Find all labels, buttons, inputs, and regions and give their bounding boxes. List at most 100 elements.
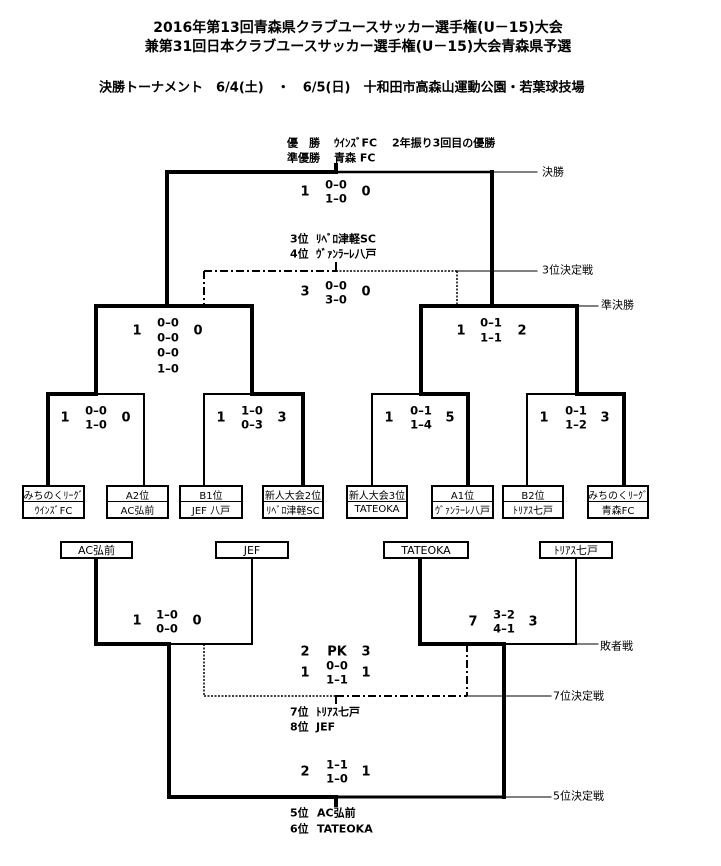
round-label-fifth: 5位決定戦	[553, 789, 604, 803]
consolation-team-box: TATEOKA	[383, 541, 469, 559]
semi2-half-score: 1–1	[480, 330, 502, 345]
team-seed: A2位	[108, 487, 167, 502]
third-left-score: 3	[300, 284, 310, 300]
cons1-right-score: 0	[192, 613, 202, 629]
final-right-score: 0	[361, 184, 371, 200]
cons1-left-score: 1	[132, 613, 142, 629]
cons1-half-score: 1–0	[156, 607, 178, 622]
fifth-half-score: 1–1	[326, 757, 348, 772]
seventh-pk-left: 2	[300, 644, 310, 660]
semi1-right-score: 0	[193, 323, 203, 339]
champion-team: ｳｲﾝｽﾞFC	[334, 136, 378, 150]
qf1-half-score: 1–0	[85, 417, 107, 432]
team-name: ﾄﾘｱｽ七戸	[513, 506, 553, 517]
qf1-half-score: 0–0	[85, 403, 107, 418]
seventh-right-score: 1	[361, 665, 371, 681]
qf2-half-score: 0–3	[241, 417, 263, 432]
third-half-score: 3–0	[325, 292, 347, 307]
cons2-right-score: 3	[528, 614, 538, 630]
team-seed: B1位	[181, 487, 241, 502]
sixth-rank-team: TATEOKA	[317, 822, 373, 836]
team-name: AC弘前	[120, 506, 155, 517]
qf1-left-score: 1	[60, 410, 70, 426]
final-half-score: 1–0	[325, 191, 347, 206]
fifth-right-score: 1	[361, 764, 371, 780]
team-box: みちのくﾘｰｸﾞ 青森FC	[587, 485, 649, 519]
qf4-left-score: 1	[539, 410, 549, 426]
team-seed: B2位	[504, 487, 562, 502]
team-name: ｳｲﾝｽﾞFC	[34, 506, 73, 517]
seventh-pk-right: 3	[361, 644, 371, 660]
qf2-half-score: 1–0	[241, 403, 263, 418]
semi1-half-score: 1–0	[157, 361, 179, 376]
fourth-rank-label: 4位	[290, 247, 309, 261]
seventh-half-score: 0–0	[326, 658, 348, 673]
cons2-left-score: 7	[468, 614, 478, 630]
round-label-seventh: 7位決定戦	[553, 689, 604, 703]
seventh-rank-label: 7位	[290, 705, 309, 719]
sixth-rank-label: 6位	[290, 822, 309, 836]
eighth-rank-label: 8位	[290, 720, 309, 734]
semi1-half-score: 0–0	[157, 330, 179, 345]
team-box: みちのくﾘｰｸﾞ ｳｲﾝｽﾞFC	[22, 485, 85, 519]
fifth-rank-team: AC弘前	[317, 806, 356, 820]
semi1-left-score: 1	[132, 323, 142, 339]
third-right-score: 0	[361, 284, 371, 300]
team-box: A2位 AC弘前	[106, 485, 169, 519]
consolation-team-box: JEF	[215, 541, 289, 559]
cons2-half-score: 3–2	[493, 607, 515, 622]
round-label-consolation: 敗者戦	[600, 639, 633, 653]
semi2-left-score: 1	[456, 323, 466, 339]
team-name: TATEOKA	[354, 504, 400, 515]
semi2-half-score: 0–1	[480, 315, 502, 330]
team-box: 新人大会3位 TATEOKA	[346, 485, 408, 519]
qf1-right-score: 0	[121, 410, 131, 426]
final-left-score: 1	[300, 184, 310, 200]
qf4-right-score: 3	[600, 410, 610, 426]
team-box: B1位 JEF 八戸	[179, 485, 243, 519]
seventh-left-score: 1	[300, 665, 310, 681]
team-seed: 新人大会2位	[264, 487, 322, 502]
seventh-pk-label: PK	[327, 644, 347, 660]
round-label-final: 決勝	[542, 165, 564, 179]
qf3-right-score: 5	[445, 410, 455, 426]
team-name: ｳﾞｧﾝﾗｰﾚ八戸	[435, 506, 490, 517]
team-box: 新人大会2位 ﾘﾍﾞﾛ津軽SC	[262, 485, 324, 519]
team-box: B2位 ﾄﾘｱｽ七戸	[502, 485, 564, 519]
team-seed: みちのくﾘｰｸﾞ	[24, 487, 83, 502]
qf2-right-score: 3	[277, 410, 287, 426]
semi1-half-score: 0–0	[157, 345, 179, 360]
seventh-rank-team: ﾄﾘｱｽ七戸	[316, 705, 360, 719]
team-seed: みちのくﾘｰｸﾞ	[589, 487, 647, 502]
round-label-semifinal: 準決勝	[601, 298, 634, 312]
team-seed: 新人大会3位	[348, 487, 406, 502]
final-half-score: 0–0	[325, 177, 347, 192]
cons2-half-score: 4–1	[493, 621, 515, 636]
third-rank-label: 3位	[290, 232, 309, 246]
qf3-half-score: 1–4	[410, 417, 432, 432]
champion-note: 2年振り3回目の優勝	[392, 136, 496, 150]
qf3-half-score: 0–1	[410, 403, 432, 418]
consolation-team-box: ﾄﾘｱｽ七戸	[539, 541, 613, 559]
round-label-third: 3位決定戦	[542, 263, 593, 277]
team-name: ﾘﾍﾞﾛ津軽SC	[266, 506, 320, 517]
seventh-half-score: 1–1	[326, 672, 348, 687]
qf4-half-score: 1–2	[565, 417, 587, 432]
qf2-left-score: 1	[216, 410, 226, 426]
title-line-1: 2016年第13回青森県クラブユースサッカー選手権(U－15)大会	[153, 20, 563, 36]
semi1-half-score: 0–0	[157, 315, 179, 330]
runner-up-team: 青森 FC	[334, 151, 376, 165]
qf4-half-score: 0–1	[565, 403, 587, 418]
runner-up-label: 準優勝	[287, 151, 320, 165]
team-name: 青森FC	[601, 506, 635, 517]
third-rank-team: ﾘﾍﾞﾛ津軽SC	[316, 232, 376, 246]
team-name: JEF 八戸	[191, 506, 231, 517]
team-seed: A1位	[433, 487, 492, 502]
cons1-half-score: 0–0	[156, 621, 178, 636]
champion-label: 優 勝	[287, 136, 320, 150]
qf3-left-score: 1	[384, 410, 394, 426]
team-box: A1位 ｳﾞｧﾝﾗｰﾚ八戸	[431, 485, 494, 519]
fourth-rank-team: ｳﾞｧﾝﾗｰﾚ八戸	[316, 247, 377, 261]
third-half-score: 0–0	[325, 278, 347, 293]
